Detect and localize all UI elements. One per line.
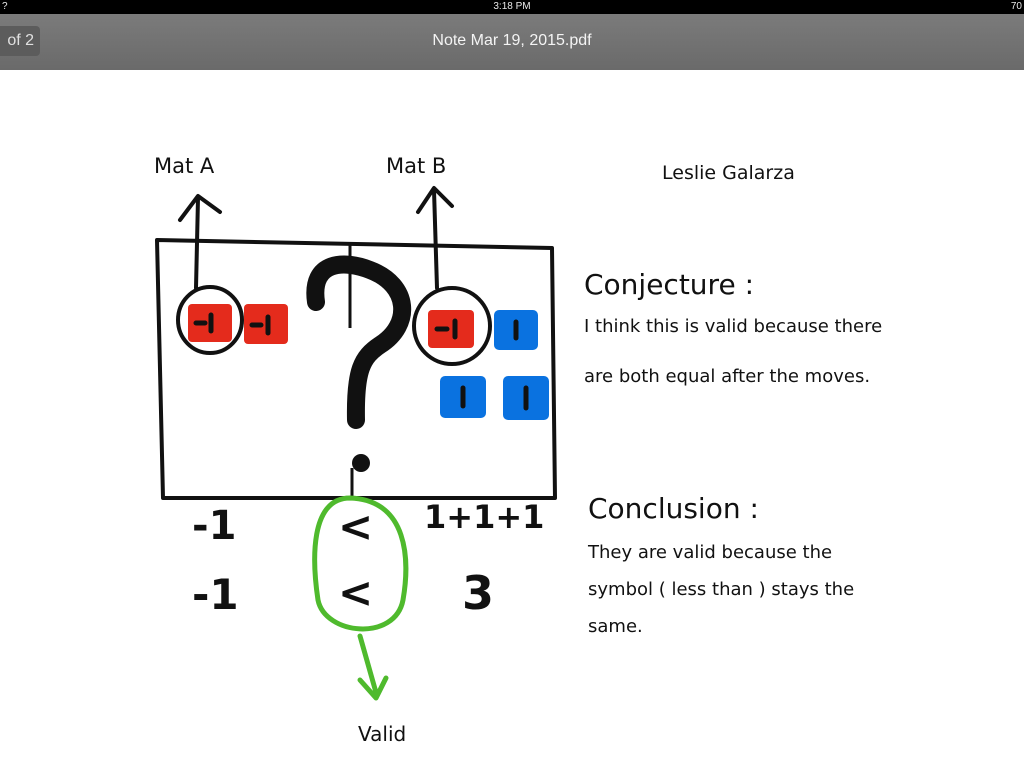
mat-b-circle: [412, 286, 492, 366]
conjecture-line-2: are both equal after the moves.: [584, 366, 871, 387]
valid-green-arrow: [357, 633, 389, 701]
document-title: Note Mar 19, 2015.pdf: [432, 32, 592, 49]
mat-a-label: Mat A: [154, 154, 215, 178]
conclusion-heading: Conclusion :: [588, 492, 759, 525]
row2-symbol: <: [338, 568, 374, 617]
row1-right-value: 1+1+1: [424, 498, 545, 536]
handwritten-drawing: [155, 186, 557, 701]
row1-left-value: -1: [192, 503, 237, 549]
mat-a-circle: [176, 285, 244, 355]
row2-left-value: -1: [192, 570, 239, 619]
signal-indicator: ?: [2, 1, 8, 12]
conjecture-line-1: I think this is valid because there: [584, 316, 883, 337]
mat-b-arrow: [416, 186, 454, 290]
conclusion-line-3: same.: [588, 616, 643, 637]
valid-green-circle: [312, 495, 409, 632]
conclusion-line-2: symbol ( less than ) stays the: [588, 579, 855, 600]
page-indicator-button[interactable]: of 2: [0, 26, 40, 56]
note-page: Mat A Mat B Leslie Galarza -1 < 1+1+1 -1…: [0, 70, 1024, 768]
valid-label: Valid: [358, 722, 407, 746]
mat-b-label: Mat B: [386, 154, 447, 178]
red-tile-3: [428, 310, 474, 348]
viewer-toolbar: of 2 Note Mar 19, 2015.pdf: [0, 14, 1024, 70]
author-name: Leslie Galarza: [662, 162, 795, 184]
question-mark: [306, 255, 412, 429]
status-time: 3:18 PM: [493, 1, 531, 12]
conclusion-line-1: They are valid because the: [588, 542, 833, 563]
status-bar: ? 3:18 PM 70: [0, 0, 1024, 14]
mat-box: [155, 238, 557, 500]
conjecture-heading: Conjecture :: [584, 268, 755, 301]
mat-a-arrow: [178, 194, 222, 290]
battery-level: 70: [1010, 1, 1022, 12]
row1-symbol: <: [338, 502, 374, 551]
row2-right-value: 3: [462, 566, 495, 620]
question-dot: [352, 454, 370, 472]
